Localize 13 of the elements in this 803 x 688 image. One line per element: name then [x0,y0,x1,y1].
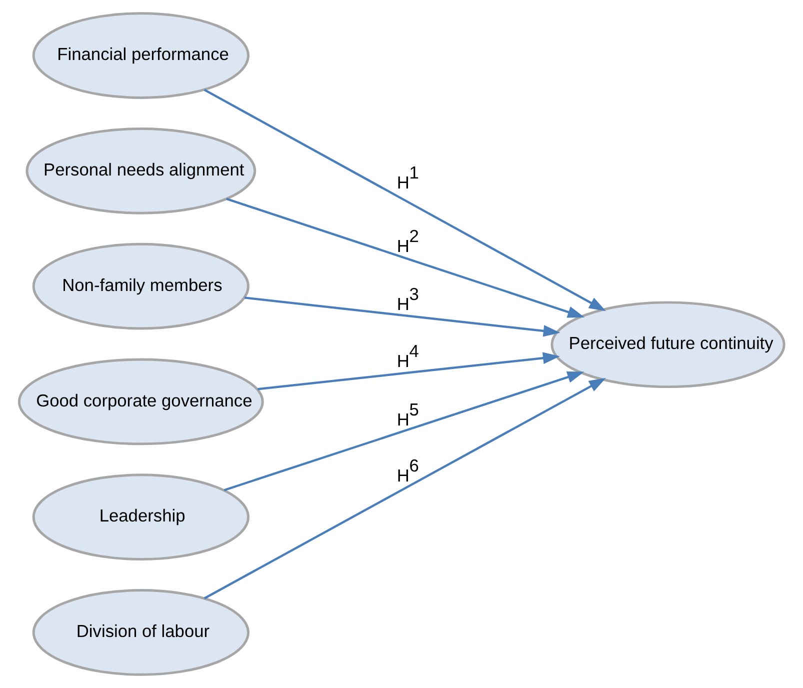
arrow [224,371,584,492]
node-ellipse: Leadership [32,474,250,561]
node-ellipse: Good corporate governance [18,358,264,446]
node-ellipse: Perceived future continuity [550,301,786,388]
node-ellipse: Financial performance [32,12,250,99]
arrow [204,88,606,312]
arrow [204,378,606,600]
arrow [258,352,560,390]
arrow [226,198,585,318]
node-ellipse: Personal needs alignment [26,127,256,214]
node-ellipse: Division of labour [32,589,250,676]
arrow [244,296,560,337]
node-ellipse: Non-family members [32,242,250,330]
